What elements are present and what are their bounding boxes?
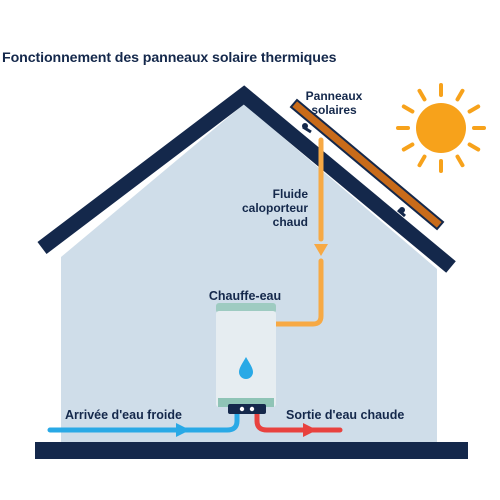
fluid-label-line2: caloporteur bbox=[242, 201, 308, 215]
water-heater-label: Chauffe-eau bbox=[209, 289, 281, 303]
ground-bar bbox=[35, 442, 468, 459]
cold-water-label: Arrivée d'eau froide bbox=[65, 408, 182, 422]
panels-label-line1: Panneaux bbox=[306, 89, 363, 103]
house-wall bbox=[61, 104, 437, 442]
fluid-label-line3: chaud bbox=[273, 215, 308, 229]
fluid-arrow-head bbox=[314, 244, 328, 256]
diagram-title: Fonctionnement des panneaux solaire ther… bbox=[2, 50, 337, 66]
fluid-pipe bbox=[273, 137, 324, 327]
panels-label-line2: solaires bbox=[311, 103, 357, 117]
water-heater bbox=[216, 303, 276, 414]
hot-water-label: Sortie d'eau chaude bbox=[286, 408, 404, 422]
hot-water-arrow bbox=[303, 423, 317, 437]
fluid-label-line1: Fluide bbox=[273, 187, 309, 201]
water-drop-icon bbox=[239, 357, 253, 379]
cold-water-pipe bbox=[47, 410, 240, 433]
house-roof bbox=[37, 85, 456, 273]
solar-panels bbox=[289, 98, 445, 231]
sun-icon bbox=[396, 83, 486, 173]
hot-water-pipe bbox=[254, 410, 343, 433]
cold-water-arrow bbox=[176, 423, 190, 437]
